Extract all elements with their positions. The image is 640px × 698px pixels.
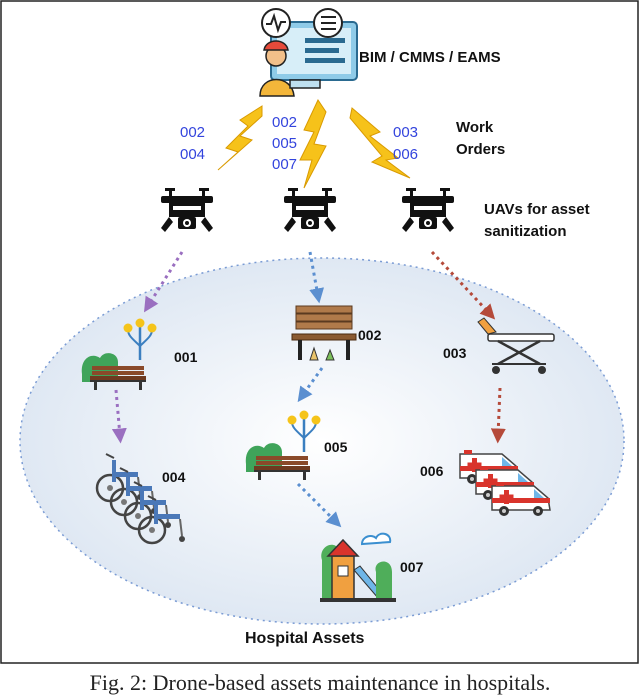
operator-computer-icon — [259, 8, 358, 97]
asset-002-bench-icon — [291, 305, 357, 361]
asset-005-label: 005 — [324, 439, 348, 455]
path-003-to-006 — [490, 387, 506, 444]
wo-center-2: 005 — [272, 135, 297, 152]
lightning-center-icon — [299, 98, 327, 189]
path-002-to-005 — [297, 367, 324, 403]
uavs-label-2: sanitization — [484, 223, 567, 240]
asset-004-label: 004 — [162, 469, 186, 485]
wo-center-1: 002 — [272, 114, 297, 131]
path-drone-center-to-002 — [308, 251, 325, 304]
system-label: BIM / CMMS / EAMS — [359, 49, 501, 66]
path-drone-right-to-003 — [430, 250, 496, 320]
wo-center-3: 007 — [272, 156, 297, 173]
asset-006-label: 006 — [420, 463, 444, 479]
asset-001-label: 001 — [174, 349, 198, 365]
asset-007-playground-icon — [320, 532, 396, 602]
asset-007-label: 007 — [400, 559, 424, 575]
lightning-left-icon — [217, 105, 263, 171]
wo-left-1: 002 — [180, 124, 205, 141]
uavs-label-1: UAVs for asset — [484, 201, 590, 218]
asset-003-label: 003 — [443, 345, 467, 361]
wo-right-1: 003 — [393, 124, 418, 141]
lightning-right-icon — [349, 107, 411, 179]
wo-left-2: 004 — [180, 146, 205, 163]
asset-002-label: 002 — [358, 327, 382, 343]
asset-003-stretcher-icon — [477, 317, 555, 374]
path-005-to-007 — [296, 482, 342, 528]
hospital-assets-region — [19, 257, 625, 625]
hospital-assets-label: Hospital Assets — [245, 630, 365, 647]
figure-caption: Fig. 2: Drone-based assets maintenance i… — [90, 670, 551, 695]
work-orders-title-2: Orders — [456, 141, 505, 158]
path-001-to-004 — [111, 389, 127, 444]
wo-right-2: 006 — [393, 146, 418, 163]
work-orders-title-1: Work — [456, 119, 494, 136]
